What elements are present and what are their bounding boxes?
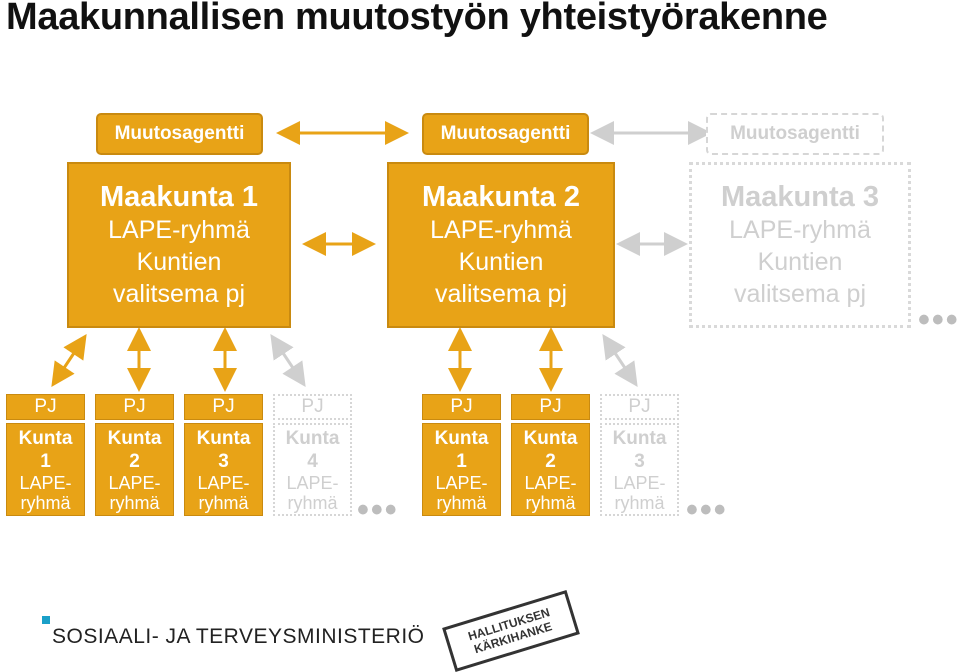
- kunta-group: ryhmä: [436, 492, 487, 513]
- kunta-group: LAPE-: [435, 472, 488, 493]
- kunta-box-7: Kunta 3 LAPE- ryhmä: [600, 423, 679, 516]
- kunta-number: 4: [307, 450, 318, 472]
- maakunta-box-1: Maakunta 1 LAPE-ryhmä Kuntien valitsema …: [67, 162, 291, 328]
- kunta-label: Kunta: [434, 427, 489, 449]
- kunta-box-6: Kunta 2 LAPE- ryhmä: [511, 423, 590, 516]
- kunta-group: LAPE-: [524, 472, 577, 493]
- ministry-name: SOSIAALI- JA TERVEYSMINISTERIÖ: [52, 625, 425, 648]
- maakunta-name: Maakunta 2: [422, 180, 580, 213]
- kunta-number: 2: [545, 450, 556, 472]
- down-arrow-k1: [51, 334, 87, 387]
- kunta-group: ryhmä: [614, 492, 665, 513]
- kunta-box-2: Kunta 2 LAPE- ryhmä: [95, 423, 174, 516]
- kunta-box-1: Kunta 1 LAPE- ryhmä: [6, 423, 85, 516]
- pj-box: PJ: [511, 394, 590, 420]
- kunta-label: Kunta: [196, 427, 251, 449]
- kunta-label: Kunta: [18, 427, 73, 449]
- ellipsis-kunnat-2: •••: [686, 491, 728, 529]
- kunta-group: ryhmä: [20, 492, 71, 513]
- ellipsis-maakunnat: •••: [918, 301, 960, 339]
- agent-box-1: Muutosagentti: [96, 113, 263, 155]
- maakunta-line: Kuntien: [458, 247, 544, 276]
- kunta-group: LAPE-: [197, 472, 250, 493]
- kunta-number: 3: [218, 450, 229, 472]
- connector-arrows: [51, 121, 712, 392]
- kunta-box-5: Kunta 1 LAPE- ryhmä: [422, 423, 501, 516]
- kunta-group: LAPE-: [286, 472, 339, 493]
- maakunta-box-3: Maakunta 3 LAPE-ryhmä Kuntien valitsema …: [689, 162, 911, 328]
- maakunta-box-2: Maakunta 2 LAPE-ryhmä Kuntien valitsema …: [387, 162, 615, 328]
- maakunta-line: valitsema pj: [435, 279, 567, 308]
- pj-box: PJ: [600, 394, 679, 420]
- kunta-group: ryhmä: [525, 492, 576, 513]
- maakunta-line: LAPE-ryhmä: [430, 215, 572, 244]
- maakunta-line: valitsema pj: [113, 279, 245, 308]
- down-arrow-k4: [270, 334, 306, 387]
- kunta-box-3: Kunta 3 LAPE- ryhmä: [184, 423, 263, 516]
- maakunta-line: valitsema pj: [734, 279, 866, 308]
- maakunta-line: Kuntien: [757, 247, 843, 276]
- maakunta-name: Maakunta 3: [721, 180, 879, 213]
- maakunta-name: Maakunta 1: [100, 180, 258, 213]
- kunta-number: 2: [129, 450, 140, 472]
- pj-box: PJ: [184, 394, 263, 420]
- page-title: Maakunnallisen muutostyön yhteistyöraken…: [6, 0, 828, 38]
- kunta-box-4: Kunta 4 LAPE- ryhmä: [273, 423, 352, 516]
- maakunta-line: Kuntien: [136, 247, 222, 276]
- pj-box: PJ: [6, 394, 85, 420]
- kunta-group: LAPE-: [613, 472, 666, 493]
- kunta-label: Kunta: [285, 427, 340, 449]
- ministry-logo-square: [42, 616, 50, 624]
- down-arrow-m2k3: [602, 334, 638, 387]
- maakunta-line: LAPE-ryhmä: [108, 215, 250, 244]
- pj-box: PJ: [95, 394, 174, 420]
- kunta-label: Kunta: [107, 427, 162, 449]
- pj-box: PJ: [273, 394, 352, 420]
- kunta-number: 1: [456, 450, 467, 472]
- ellipsis-kunnat-1: •••: [357, 491, 399, 529]
- maakunta-line: LAPE-ryhmä: [729, 215, 871, 244]
- agent-box-2: Muutosagentti: [422, 113, 589, 155]
- kunta-number: 1: [40, 450, 51, 472]
- kunta-group: ryhmä: [198, 492, 249, 513]
- kunta-group: ryhmä: [109, 492, 160, 513]
- agent-box-3: Muutosagentti: [706, 113, 884, 155]
- kunta-label: Kunta: [523, 427, 578, 449]
- kunta-group: LAPE-: [19, 472, 72, 493]
- kunta-number: 3: [634, 450, 645, 472]
- kunta-group: LAPE-: [108, 472, 161, 493]
- pj-box: PJ: [422, 394, 501, 420]
- kunta-group: ryhmä: [287, 492, 338, 513]
- kunta-label: Kunta: [612, 427, 667, 449]
